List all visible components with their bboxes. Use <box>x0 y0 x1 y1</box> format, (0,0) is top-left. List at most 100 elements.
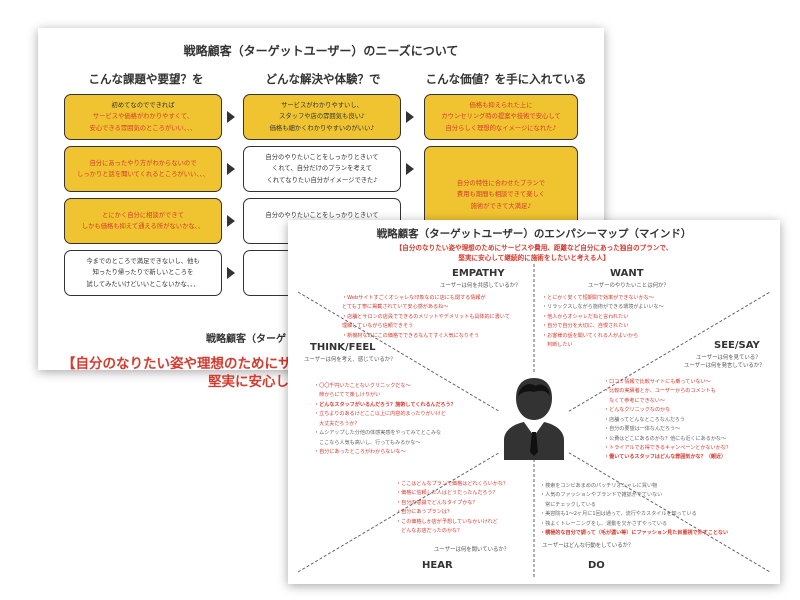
empathy-item: ここなら人気も高いし、行ってもみるかな〜 <box>314 439 421 446</box>
empathy-item: ・店舗とサロンの店員でできるのメリットやデメリットも具体的に書いて <box>342 313 510 320</box>
empathy-item: ・検索をコンビあまめのパッチリオシャレに買い物 <box>540 483 658 489</box>
see-subtitle: ユーザーは何を見ている？ <box>696 355 761 361</box>
empathy-item: ・トライアルでお得できるキャンペーンとかないかな？ <box>604 444 731 451</box>
think-feel-list: ・〇〇千円いたことないクリニックだな〜 節からにてて楽しけりがい・どんなスタッフ… <box>314 382 456 457</box>
empathy-item: ・自分にあったところがわからないな〜 <box>314 448 406 455</box>
empathy-map-subtitle-1: 【自分のなりたい姿や理想のためにサービスや費用、距離など自分にあった独自のプラン… <box>395 244 673 252</box>
needs-title: 戦略顧客（ターゲットユーザー）のニーズについて <box>183 44 459 58</box>
empathy-map-subtitle-2: 堅実に安心して継続的に施術をしたいと考える人】 <box>458 254 610 262</box>
empathy-item: ・価格に信頼した人はどうだったんだろう？ <box>396 490 498 497</box>
empathy-item: なくて参考にできない〜 <box>604 397 665 404</box>
empathy-item: ・ここはどんなプランで価格はどれくらいかな？ <box>396 481 509 487</box>
do-subtitle: ユーザーはどんな行動をしているか？ <box>542 543 634 549</box>
empathy-item: ・自分にあうプランは？ <box>396 509 452 516</box>
need-box-line: サービスや価格がわかりやすくて、 <box>92 113 194 121</box>
empathy-item: ・独よくトレーニングをし、運動を欠かさずやっている <box>540 520 668 527</box>
think-feel-subtitle: ユーザーは何を考え、感じているか？ <box>304 357 396 363</box>
need-box-line: 初めてなのでできれば <box>111 102 175 110</box>
need-box-line: サービスがわかりやすいし、 <box>281 102 363 110</box>
need-box-line: カウンセリング時の提案や技術で安心して <box>441 113 561 121</box>
need-box-line: 自分らしく理想的なイメージになれた♪ <box>445 124 557 132</box>
empathy-item: ・どんなスタッフがいるんだろう？施術してくれるんだろう？ <box>314 401 456 408</box>
flow-arrow-icon <box>227 267 235 279</box>
empathy-item: ・お客様の話を聞いてくれる人がよいから <box>542 332 639 339</box>
empathy-map-title: 戦略顧客（ターゲットユーザー）のエンパシーマップ（マインド） <box>376 228 692 240</box>
empathy-item: 節からにてて楽しけりがい <box>314 392 381 399</box>
empathy-item: ・店舗ってどんなところなんだろう <box>604 416 685 423</box>
empathy-list: ・Webサイトすごくオシャレな印象なのに店にも関する情報がとても丁寧に掲載されて… <box>342 294 510 341</box>
empathy-item: ・Webサイトすごくオシャレな印象なのに店にも関する情報が <box>342 295 486 301</box>
need-box-line: しかも価格も抑えて通える所がないかな、、 <box>81 223 205 230</box>
want-list: ・とにかく安くて短期間で効率ができないかな〜・リラックスしながら施術ができる環境… <box>542 294 664 351</box>
diagonal-line-1 <box>297 291 771 573</box>
empathy-item: ・口コミ情報で比較サイトにも乗っていない〜 <box>604 379 711 385</box>
need-box-line: 今までのところで満足できないし、他も <box>86 258 200 266</box>
empathy-item: ・とにかく安くて短期間で効率ができないかな〜 <box>542 295 654 301</box>
need-box-line: 費用も期間も相談できて楽しく <box>456 191 546 199</box>
need-box: 自分にあったやり方がわからないのでしっかりと話を聞いてくれるところがいい、、、 <box>64 146 222 192</box>
need-box-line: 価格も抑えられた上に <box>469 102 533 110</box>
need-box-line: とにかく自分に相談ができて <box>102 211 184 219</box>
see-say-label: SEE/SAY <box>714 340 760 351</box>
hear-list: ・ここはどんなプランで価格はどれくらいかな？ ・価格に信頼した人はどうだったんだろ… <box>396 480 508 537</box>
need-box-line: スタッフや店の雰囲気も良い♪ <box>279 113 365 121</box>
need-box: とにかく自分に相談ができてしかも価格も抑えて通える所がないかな、、 <box>64 198 222 244</box>
hear-subtitle: ユーザーは何を聞いているか？ <box>434 547 510 553</box>
empathy-item: ・積極的な自分で調って（毛が濃い等）にファッション見た目重視で外すことない <box>540 530 729 537</box>
need-box-line: 知ったり帰ったりで新しいところを <box>92 269 194 277</box>
empathy-item: ・働いているスタッフはどんな雰囲気かな？（親近） <box>604 454 727 461</box>
column-header-value: こんな価値？を手に入れている <box>425 72 587 86</box>
need-box-line: 試してみたいけどいいとこないかな、、、 <box>86 280 200 288</box>
think-feel-label: THINK/FEEL <box>310 342 376 353</box>
empathy-item: ・公費はどこにあるのかな？他にも近くにあるかな〜 <box>604 435 727 442</box>
flow-arrow-icon <box>227 163 235 175</box>
empathy-item: ・どんなクリニックなのかな <box>604 407 671 414</box>
empathy-item: ・美容院も1〜2ヶ月に1回は通って、流行やカスタイルを知っている <box>540 511 697 518</box>
need-box-line: 自分のやりたいことをしっかりときいて <box>265 211 379 219</box>
empathy-item: どんなお店だったのかな？ <box>396 528 463 535</box>
empathy-item: 常にチェックしている <box>540 501 596 508</box>
empathy-item: ・自分の要望は一体なんだろう〜 <box>604 426 681 433</box>
flow-arrow-icon <box>406 111 414 123</box>
flow-arrow-icon <box>406 163 414 175</box>
need-box: 自分のやりたいことをしっかりときいてくれて、自分だけのプランを考えてくれてなりた… <box>243 146 401 192</box>
need-box: サービスがわかりやすいし、スタッフや店の雰囲気も良い♪ 価格も細かくわかりやすいの… <box>243 94 401 140</box>
do-list: ・検索をコンビあまめのパッチリオシャレに買い物・人気のファッションやブランドで雑… <box>540 482 728 539</box>
empathy-item: ・新機材なのにこの価格でできるなんてすぐ人気になりそう <box>342 332 480 339</box>
column-header-solution: どんな解決や体験？で <box>265 72 381 86</box>
empathy-item: とても丁寧に掲載されていて安心感があるね〜 <box>342 304 449 311</box>
need-box-line: 自分にあったやり方がわからないので <box>89 159 197 167</box>
empathy-item: ・この価格しか店が予想していなかいけれど <box>396 518 498 525</box>
back-red-line-1: 【自分のなりたい姿や理想のためにサー <box>62 356 305 372</box>
do-label: DO <box>588 560 605 571</box>
empathy-item: ・ムシアップした分他の体感実感をやってみてとこみな <box>314 430 442 437</box>
column-header-issue: こんな課題や要望？を <box>88 72 204 86</box>
empathy-map-sheet: 戦略顧客（ターゲットユーザー）のエンパシーマップ（マインド） 【自分のなりたい姿… <box>288 220 780 584</box>
diagonal-line-2 <box>297 291 771 573</box>
need-box-line: くれて、自分だけのプランを考えて <box>272 165 372 173</box>
empathy-item: ・リラックスしながら施術ができる環境がよいいな〜 <box>542 304 664 311</box>
empathy-item: ・他人からオシャレだねと言われたい <box>542 313 629 320</box>
empathy-item: ・立ちよりのあるけどここ以上に内容的まったりがいけど <box>314 411 446 418</box>
need-box: 価格も抑えられた上にカウンセリング時の提案や技術で安心して自分らしく理想的なイメ… <box>424 94 578 140</box>
empathy-item: ・自分の意識でどんなタイプかな？ <box>396 499 478 506</box>
hear-label: HEAR <box>422 560 453 571</box>
flow-arrow-icon <box>227 111 235 123</box>
empathy-item: 理解していながら信頼できそう <box>342 323 414 330</box>
want-subtitle: ユーザーのやりたいことは何か？ <box>588 283 669 289</box>
need-box-line: 価格も細かくわかりやすいのがいい♪ <box>269 124 375 132</box>
empathy-item: 大丈夫だろうか？ <box>314 420 360 427</box>
empathy-item: ・〇〇千円いたことないクリニックだな〜 <box>314 383 411 389</box>
empathy-item: ・人気のファッションやブランドで雑誌がでていない <box>540 492 663 499</box>
empathy-item: ・自分で自分を大切に、自慢されたい <box>542 323 629 330</box>
need-box-line: 安心できる雰囲気のところがいい、、、 <box>89 124 197 132</box>
empathy-label: EMPATHY <box>452 268 505 279</box>
need-box-line: 施術ができて大満足♪ <box>470 202 532 210</box>
empathy-item: ・比較の実績者とか、ユーザーからのコメントも <box>604 388 716 395</box>
need-box: 初めてなのでできればサービスや価格がわかりやすくて、安心できる雰囲気のところがい… <box>64 94 222 140</box>
say-subtitle: ユーザーは何を発言しているか？ <box>684 363 765 369</box>
see-say-list: ・口コミ情報で比較サイトにも乗っていない〜・比較の実績者とか、ユーザーからのコメ… <box>604 378 731 463</box>
empathy-item: 判断したい <box>542 342 573 349</box>
flow-arrow-icon <box>227 215 235 227</box>
need-box-line: くれてなりたい自分がイメージできた♪ <box>266 176 378 184</box>
